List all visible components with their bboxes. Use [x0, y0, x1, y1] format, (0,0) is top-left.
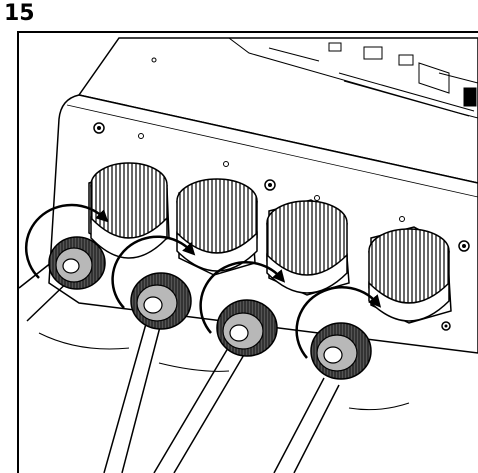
- rotation-arrow-icon: [295, 286, 382, 359]
- step-number: 15: [4, 1, 35, 26]
- rotation-arrow-icon: [24, 203, 109, 279]
- cable-gland-3: [153, 199, 350, 473]
- installation-illustration: [19, 37, 478, 473]
- cable-gland-1: [19, 162, 170, 322]
- control-board-icon: [227, 37, 478, 119]
- rotation-arrow-icon: [111, 235, 196, 309]
- cable-gland-4: [273, 226, 452, 473]
- rotation-arrow-icon: [199, 261, 286, 334]
- cable-gland-2: [103, 178, 258, 473]
- illustration-frame: [17, 31, 478, 473]
- housing-underside: [38, 332, 410, 411]
